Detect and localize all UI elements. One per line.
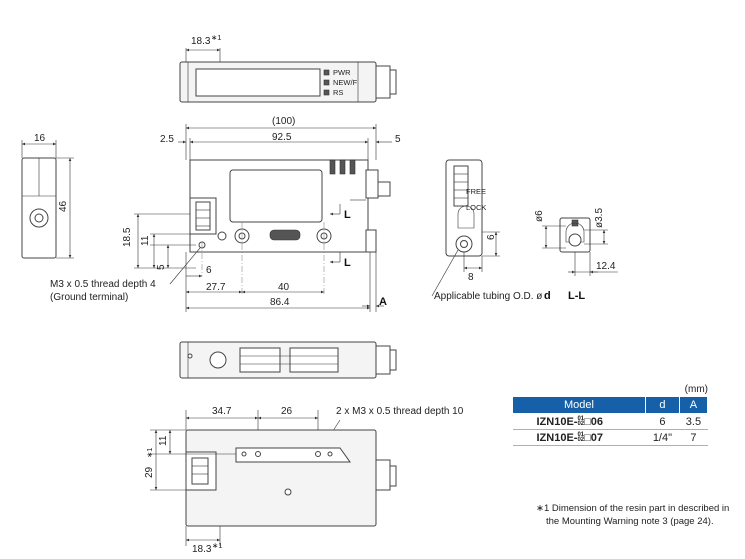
top-label-newf: NEW/F <box>333 78 358 87</box>
row-a: 7 <box>679 429 708 446</box>
dim-8-right: 8 <box>468 272 474 283</box>
frac-top: 01 <box>577 415 585 422</box>
header-d: d <box>645 396 680 414</box>
right-end-view: FREE LOCK 6 8 Applicable tubing O.D. ø d <box>431 159 551 302</box>
footnote-line-2: the Mounting Warning note 3 (page 24). <box>546 516 714 527</box>
tubing-var: d <box>544 290 551 302</box>
note-ground: (Ground terminal) <box>50 292 128 303</box>
dim-main-length: 92.5 <box>272 132 292 143</box>
dim-left-gap: 2.5 <box>160 134 174 145</box>
dim-34-7: 34.7 <box>212 406 232 417</box>
section-mark-bottom: L <box>344 257 351 269</box>
frac-top: 01 <box>577 431 585 438</box>
row-a: 3.5 <box>679 413 708 430</box>
dim-86-4: 86.4 <box>270 297 290 308</box>
dim-11-bottom: 11 <box>158 435 169 446</box>
dim-29: 29 <box>144 466 155 478</box>
dim-height-46: 46 <box>58 200 69 212</box>
row-d: 1/4" <box>645 429 680 446</box>
section-mark-top: L <box>344 209 351 221</box>
row-d: 6 <box>645 413 680 430</box>
bottom-thread-note: 2 x M3 x 0.5 thread depth 10 <box>336 406 464 417</box>
model-prefix: IZN10E- <box>536 431 578 444</box>
table-header-row: Model d A <box>512 396 709 414</box>
tubing-note: Applicable tubing O.D. ø <box>434 291 542 302</box>
model-suffix: □07 <box>584 431 604 444</box>
section-title: L-L <box>568 290 585 302</box>
dim-12-4: 12.4 <box>596 261 616 272</box>
dim-phi3-5: ø3.5 <box>594 208 605 228</box>
frac-bottom: 02 <box>577 436 585 443</box>
footnote-line-1: ∗1 Dimension of the resin part in descri… <box>536 503 730 514</box>
dim-6: 6 <box>206 265 212 276</box>
dim-height-11: 11 <box>140 235 151 246</box>
frac-bottom: 02 <box>577 420 585 427</box>
rear-view <box>179 341 397 379</box>
dim-right-gap: 5 <box>395 134 401 145</box>
dim-A: A <box>379 296 387 308</box>
top-resin-dim: 18.3 <box>191 36 211 47</box>
dim-width-16: 16 <box>34 133 46 144</box>
dim-overall-length: (100) <box>272 116 295 127</box>
header-model: Model <box>512 396 646 414</box>
left-side-view: 16 46 <box>21 133 74 259</box>
dim-height-5: 5 <box>156 264 167 270</box>
dim-26: 26 <box>281 406 293 417</box>
note-thread: M3 x 0.5 thread depth 4 <box>50 279 156 290</box>
dim-6-right: 6 <box>486 234 497 240</box>
model-suffix: □06 <box>584 415 604 428</box>
front-view: (100) 2.5 92.5 5 <box>50 116 401 312</box>
dim-phi6: ø6 <box>534 210 545 222</box>
bottom-resin-mark: ∗1 <box>212 541 222 550</box>
header-a: A <box>678 396 709 414</box>
dim-29-mark: ∗1 <box>145 448 154 458</box>
dim-height-18-5: 18.5 <box>122 227 133 247</box>
dim-27-7: 27.7 <box>206 282 226 293</box>
label-lock: LOCK <box>466 203 486 212</box>
top-resin-mark: ∗1 <box>211 33 221 42</box>
section-view: L-L ø6 ø3.5 12.4 <box>534 208 618 302</box>
footnote: ∗1 Dimension of the resin part in descri… <box>536 502 741 528</box>
bottom-resin-dim: 18.3 <box>192 544 212 555</box>
label-free: FREE <box>466 187 486 196</box>
bottom-view: 34.7 26 2 x M3 x 0.5 thread depth 10 29 … <box>144 406 464 555</box>
top-label-rs: RS <box>333 88 343 97</box>
top-view: 18.3 ∗1 PWR NEW/F RS <box>179 33 397 103</box>
table-unit: (mm) <box>684 384 708 395</box>
dim-40: 40 <box>278 282 290 293</box>
model-prefix: IZN10E- <box>536 415 578 428</box>
top-label-pwr: PWR <box>333 68 351 77</box>
